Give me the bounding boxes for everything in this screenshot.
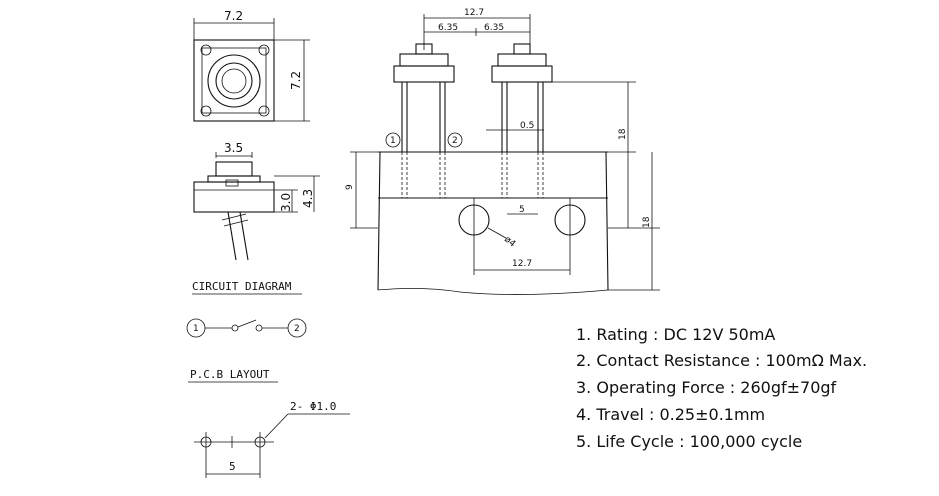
pitch-right-dim: 6.35 — [484, 23, 504, 33]
circuit-heading: CIRCUIT DIAGRAM — [192, 280, 292, 293]
side-h2-dim: 4.3 — [301, 189, 315, 208]
pcb-spacing: 5 — [229, 460, 236, 473]
side-view: 3.5 3.0 4.3 — [193, 141, 320, 261]
spec-operating-force: 3. Operating Force : 260gf±70gf — [576, 378, 837, 397]
upper-height-dim: 18 — [618, 128, 628, 140]
board-height-dim: 9 — [345, 184, 355, 190]
pitch-total-dim: 12.7 — [464, 8, 484, 18]
lead-width-dim: 0.5 — [520, 121, 534, 131]
spec-life-cycle: 5. Life Cycle : 100,000 cycle — [576, 432, 802, 451]
spec-travel: 4. Travel : 0.25±0.1mm — [576, 405, 765, 424]
side-h1-dim: 3.0 — [279, 193, 293, 212]
pcb-heading: P.C.B LAYOUT — [190, 368, 270, 381]
side-width-dim: 3.5 — [224, 141, 243, 155]
top-view: 7.2 7.2 — [193, 9, 310, 122]
top-height-dim: 7.2 — [289, 71, 303, 90]
pcb-hole-label: 2- Φ1.0 — [290, 400, 336, 413]
hole-pitch-small-dim: 5 — [519, 205, 525, 215]
spec-contact-resistance: 2. Contact Resistance : 100mΩ Max. — [576, 351, 867, 370]
spec-list: 1. Rating : DC 12V 50mA 2. Contact Resis… — [576, 325, 867, 451]
terminal-1-marker: 1 — [390, 136, 396, 146]
mounted-view: 12.7 6.35 6.35 0.5 1 2 — [345, 8, 660, 295]
terminal-2-marker: 2 — [452, 136, 458, 146]
spec-rating: 1. Rating : DC 12V 50mA — [576, 325, 775, 344]
top-width-dim: 7.2 — [224, 9, 243, 23]
circuit-node-1: 1 — [193, 324, 199, 334]
hole-pitch-bottom-dim: 12.7 — [512, 259, 532, 269]
pcb-layout: P.C.B LAYOUT 2- Φ1.0 5 — [188, 368, 350, 478]
circuit-diagram: CIRCUIT DIAGRAM 1 2 — [186, 280, 307, 338]
pitch-left-dim: 6.35 — [438, 23, 458, 33]
circuit-node-2: 2 — [294, 324, 300, 334]
total-height-dim: 18 — [642, 216, 652, 228]
